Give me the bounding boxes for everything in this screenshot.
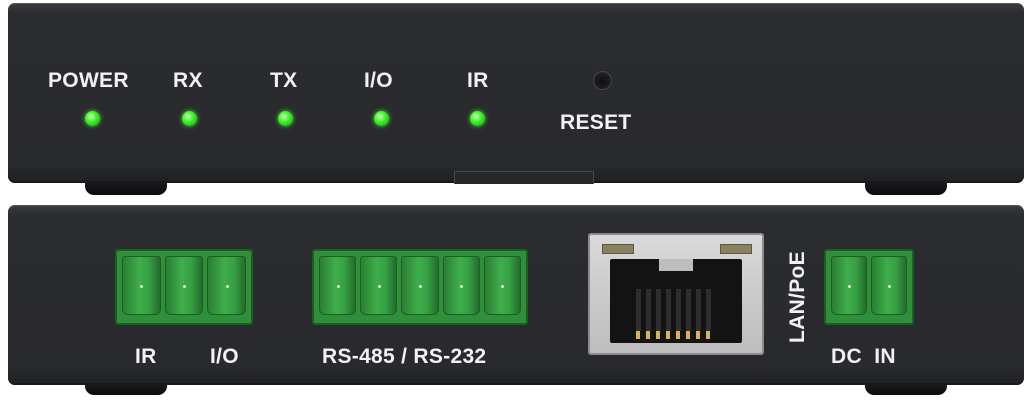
terminal-slot [442, 256, 480, 315]
dc-in-terminal[interactable] [824, 249, 914, 325]
terminal-slot [831, 256, 867, 315]
lan-poe-label: LAN/PoE [786, 251, 809, 343]
rx-label: RX [173, 69, 203, 92]
tx-label: TX [270, 69, 298, 92]
front-foot-left [85, 183, 167, 195]
front-foot-right [865, 183, 947, 195]
io-led [374, 111, 389, 126]
reset-label: RESET [560, 111, 632, 134]
link-led [602, 244, 634, 254]
tx-led [278, 111, 293, 126]
terminal-slot [871, 256, 907, 315]
rj45-pins [636, 289, 716, 331]
rear-foot-right [865, 385, 947, 395]
power-label: POWER [48, 69, 129, 92]
front-panel: POWER RX TX I/O IR RESET [8, 3, 1024, 184]
dc-in-label: DC IN [831, 345, 896, 368]
io-port-label: I/O [210, 345, 239, 368]
rj45-opening [610, 259, 742, 343]
activity-led [720, 244, 752, 254]
terminal-slot [122, 256, 161, 315]
ir-io-terminal[interactable] [115, 249, 253, 325]
lan-poe-port[interactable] [588, 233, 764, 355]
reset-button[interactable] [593, 71, 612, 90]
terminal-slot [401, 256, 439, 315]
serial-port-label: RS-485 / RS-232 [322, 345, 487, 368]
terminal-slot [360, 256, 398, 315]
terminal-slot [207, 256, 247, 315]
rx-led [182, 111, 197, 126]
rear-panel: IR I/O RS-485 / RS-232 LAN/PoE DC IN [8, 205, 1024, 385]
ir-led [470, 111, 485, 126]
power-led [85, 111, 100, 126]
serial-terminal[interactable] [312, 249, 528, 325]
ir-label: IR [467, 69, 489, 92]
io-label: I/O [364, 69, 393, 92]
terminal-slot [164, 256, 204, 315]
terminal-slot [483, 256, 522, 315]
front-notch [454, 171, 594, 184]
rear-foot-left [85, 385, 167, 395]
terminal-slot [319, 256, 357, 315]
ir-port-label: IR [135, 345, 157, 368]
rj45-contacts [636, 331, 716, 339]
rj45-latch [659, 259, 693, 271]
